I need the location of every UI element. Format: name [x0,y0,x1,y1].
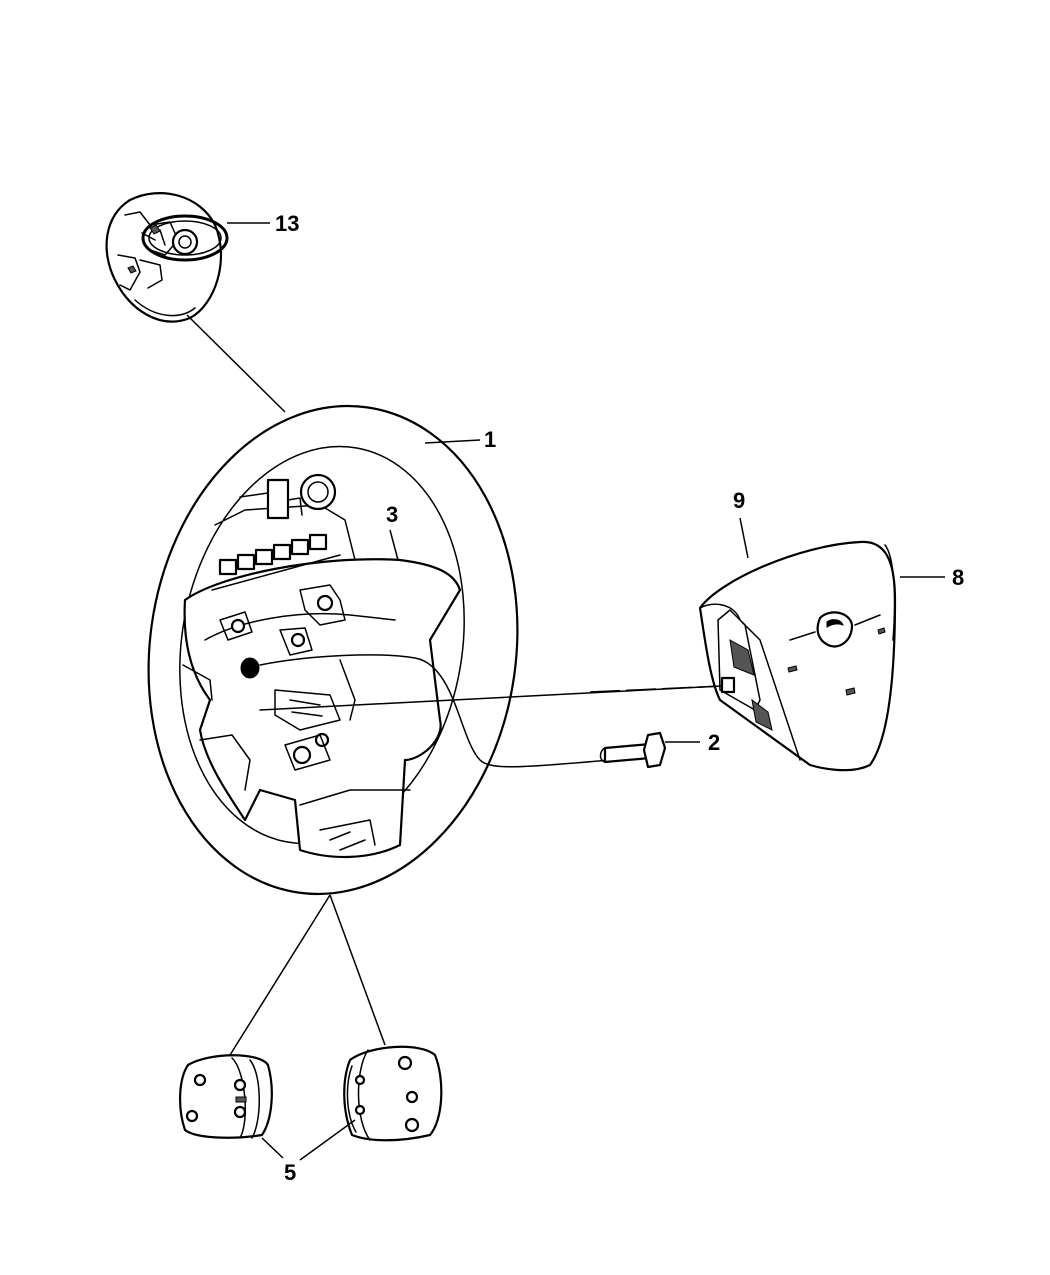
callout-3: 3 [386,502,398,527]
callout-8: 8 [952,565,964,590]
callout-9: 9 [733,488,745,513]
callout-1: 1 [484,427,496,452]
leader-5-right [299,1119,356,1161]
link-13-to-wheel [186,314,286,413]
clock-spring-part-13 [105,192,229,323]
callout-5: 5 [284,1160,296,1185]
leader-1 [424,439,481,444]
leader-9 [739,517,749,559]
link-wheel-to-switch-left [229,894,331,1056]
leader-3 [389,529,399,561]
airbag-module-part-9 [698,540,897,772]
callout-13: 13 [275,211,299,236]
callout-2: 2 [708,730,720,755]
link-wheel-to-switch-right [329,894,386,1046]
leader-5-left [261,1137,284,1159]
bolt-part-2 [599,731,667,769]
horn-switch-buttons [218,533,328,576]
speed-control-switch-right-part-5 [343,1045,443,1142]
speed-control-switch-left-part-5 [178,1054,273,1139]
wire-to-airbag [589,685,723,693]
steering-wheel-part-1 [147,404,723,896]
